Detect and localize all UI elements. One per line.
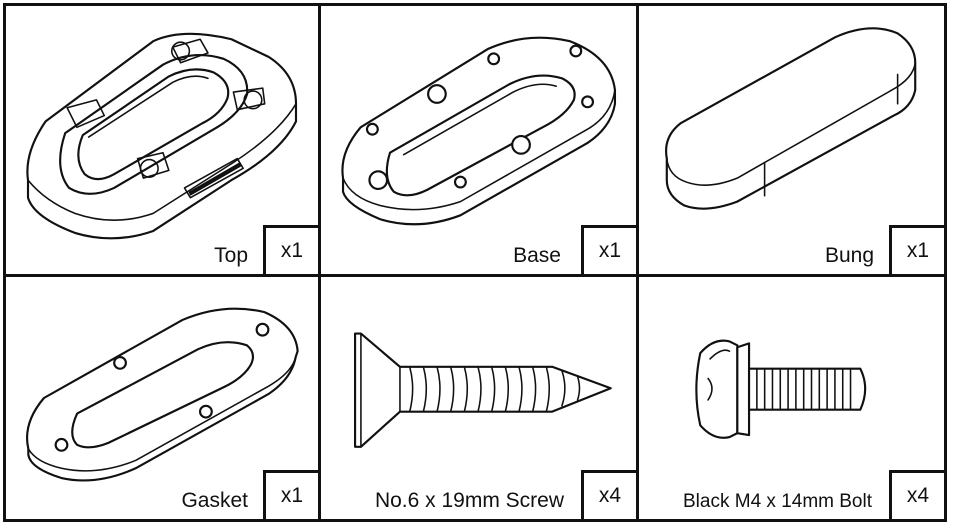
part-cell-top: Top x1 (3, 3, 321, 277)
part-label-top: Top (214, 244, 248, 267)
part-qty-base: x1 (581, 225, 639, 277)
pan-head-bolt-icon (695, 339, 867, 439)
part-qty-bolt: x4 (889, 470, 947, 522)
part-cell-base: Base x1 (318, 3, 639, 277)
part-label-base: Base (513, 244, 561, 267)
cable-entry-top-icon (26, 32, 298, 240)
part-cell-gasket: Gasket x1 (3, 274, 321, 522)
part-cell-bolt: Black M4 x 14mm Bolt x4 (636, 274, 947, 522)
part-cell-bung: Bung x1 (636, 3, 947, 277)
gasket-icon (26, 307, 299, 482)
part-qty-bung: x1 (889, 225, 947, 277)
part-cell-screw: No.6 x 19mm Screw x4 (318, 274, 639, 522)
part-label-gasket: Gasket (181, 489, 248, 512)
part-qty-top: x1 (263, 225, 321, 277)
part-label-screw: No.6 x 19mm Screw (374, 489, 564, 512)
part-qty-screw: x4 (581, 470, 639, 522)
cable-entry-base-icon (341, 36, 617, 226)
part-label-bolt: Black M4 x 14mm Bolt (683, 491, 872, 512)
countersunk-screw-icon (353, 332, 612, 448)
bung-icon (665, 27, 917, 210)
part-label-bung: Bung (824, 244, 874, 267)
part-qty-gasket: x1 (263, 470, 321, 522)
